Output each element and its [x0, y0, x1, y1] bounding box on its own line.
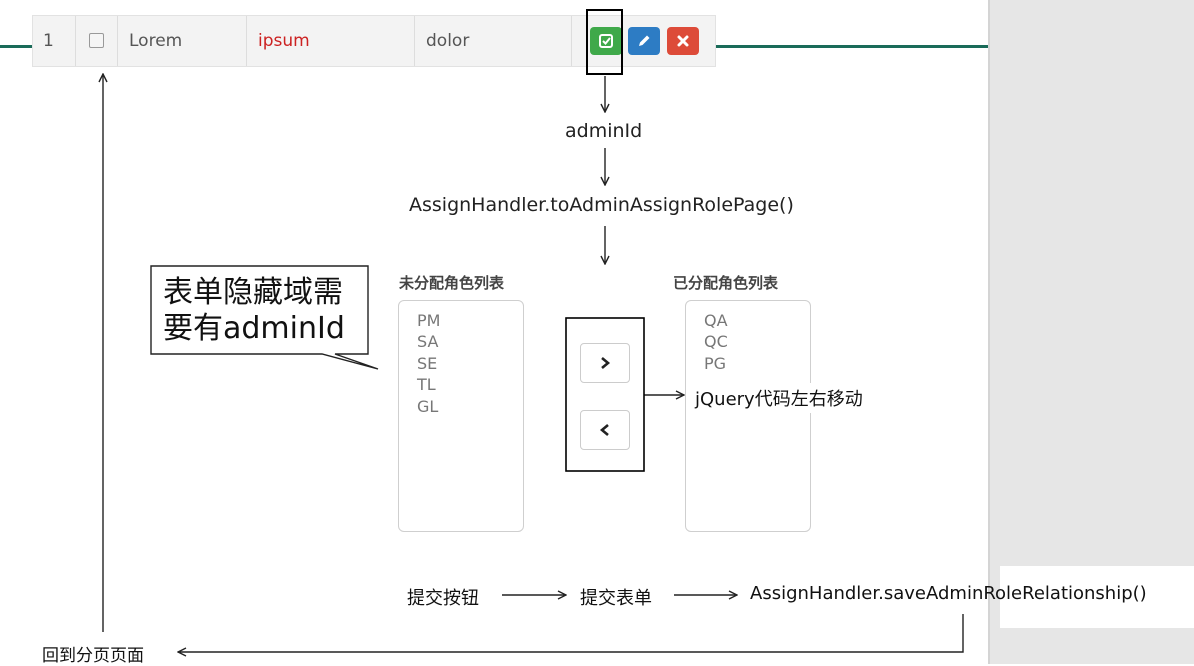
cell-divider — [75, 16, 76, 66]
edit-button[interactable] — [628, 27, 660, 55]
jquery-move-note: jQuery代码左右移动 — [692, 383, 866, 413]
list-item[interactable]: TL — [417, 375, 436, 394]
callout-line-2: 要有adminId — [163, 311, 345, 346]
right-side-panel — [988, 0, 1194, 664]
chevron-right-icon — [601, 357, 611, 369]
chevron-left-icon — [599, 424, 609, 436]
assign-button-highlight — [586, 9, 623, 75]
times-icon — [677, 35, 689, 47]
cell-divider — [117, 16, 118, 66]
cell-divider — [571, 16, 572, 66]
check-square-icon — [599, 34, 613, 48]
right-panel-label-area — [1000, 566, 1194, 628]
list-item[interactable]: SA — [417, 332, 439, 351]
move-left-button[interactable] — [580, 410, 630, 450]
callout-bubble — [150, 265, 379, 370]
pencil-icon — [639, 35, 650, 46]
list-item[interactable]: PG — [704, 354, 727, 373]
save-relationship-handler: AssignHandler.saveAdminRoleRelationship(… — [750, 583, 1147, 604]
row-checkbox[interactable] — [89, 33, 104, 48]
cell-dolor: dolor — [426, 31, 470, 51]
admin-id-label: adminId — [565, 120, 643, 142]
assigned-list-title: 已分配角色列表 — [673, 274, 779, 292]
move-right-button[interactable] — [580, 343, 630, 383]
row-index: 1 — [43, 31, 54, 51]
list-item[interactable]: SE — [417, 354, 438, 373]
cell-ipsum: ipsum — [258, 31, 310, 51]
unassigned-list-title: 未分配角色列表 — [399, 274, 505, 292]
delete-button[interactable] — [667, 27, 699, 55]
assign-role-button[interactable] — [590, 27, 622, 55]
teal-line-right — [716, 45, 988, 48]
callout-line-1: 表单隐藏域需 — [163, 275, 343, 310]
list-item[interactable]: GL — [417, 397, 439, 416]
unassigned-role-list[interactable]: PM SA SE TL GL — [398, 300, 524, 532]
cell-divider — [414, 16, 415, 66]
list-item[interactable]: PM — [417, 311, 441, 330]
teal-line-left — [0, 45, 33, 48]
list-item[interactable]: QC — [704, 332, 728, 351]
assign-page-handler: AssignHandler.toAdminAssignRolePage() — [409, 194, 794, 216]
cell-lorem: Lorem — [129, 31, 183, 51]
submit-form-label: 提交表单 — [580, 588, 652, 609]
back-to-page-label: 回到分页页面 — [42, 646, 144, 666]
list-item[interactable]: QA — [704, 311, 728, 330]
cell-divider — [246, 16, 247, 66]
table-row: 1 Lorem ipsum dolor — [32, 15, 716, 67]
submit-button-label: 提交按钮 — [407, 588, 479, 609]
assigned-role-list[interactable]: QA QC PG — [685, 300, 811, 532]
